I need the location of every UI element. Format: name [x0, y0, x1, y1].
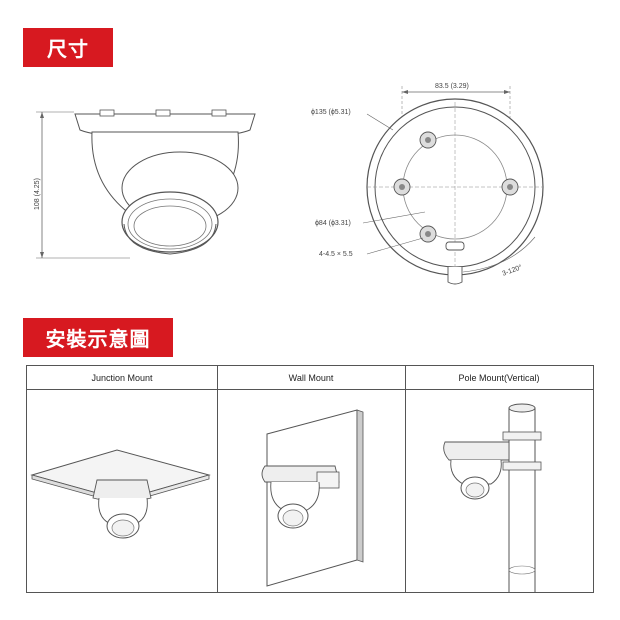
angle-label: 3-120° [501, 263, 523, 278]
mount-header-junction: Junction Mount [27, 366, 217, 390]
base-top-view: 83.5 (3.29) ϕ135 (ϕ5.31) ϕ84 (ϕ3.31) 4-4… [311, 83, 544, 285]
holes-label: 4-4.5 × 5.5 [319, 251, 353, 258]
mount-column-divider [405, 366, 406, 592]
mount-column-divider [217, 366, 218, 592]
mount-header-pole: Pole Mount(Vertical) [405, 366, 593, 390]
top-width-label: 83.5 (3.29) [435, 83, 469, 90]
pole-mount-illustration [443, 403, 542, 592]
mount-header-wall: Wall Mount [217, 366, 405, 390]
camera-side-view: 108 (4.25) [34, 109, 256, 259]
junction-mount-illustration [30, 449, 211, 539]
installation-section-title: 安裝示意圖 [23, 318, 173, 357]
inner-diameter-label: ϕ84 (ϕ3.31) [315, 220, 351, 227]
height-dimension-label: 108 (4.25) [34, 178, 41, 210]
outer-diameter-label: ϕ135 (ϕ5.31) [311, 109, 351, 116]
dimensions-section-title: 尺寸 [23, 28, 113, 67]
mount-table: Junction Mount Wall Mount Pole Mount(Ver… [26, 365, 594, 593]
wall-mount-illustration [261, 409, 364, 587]
